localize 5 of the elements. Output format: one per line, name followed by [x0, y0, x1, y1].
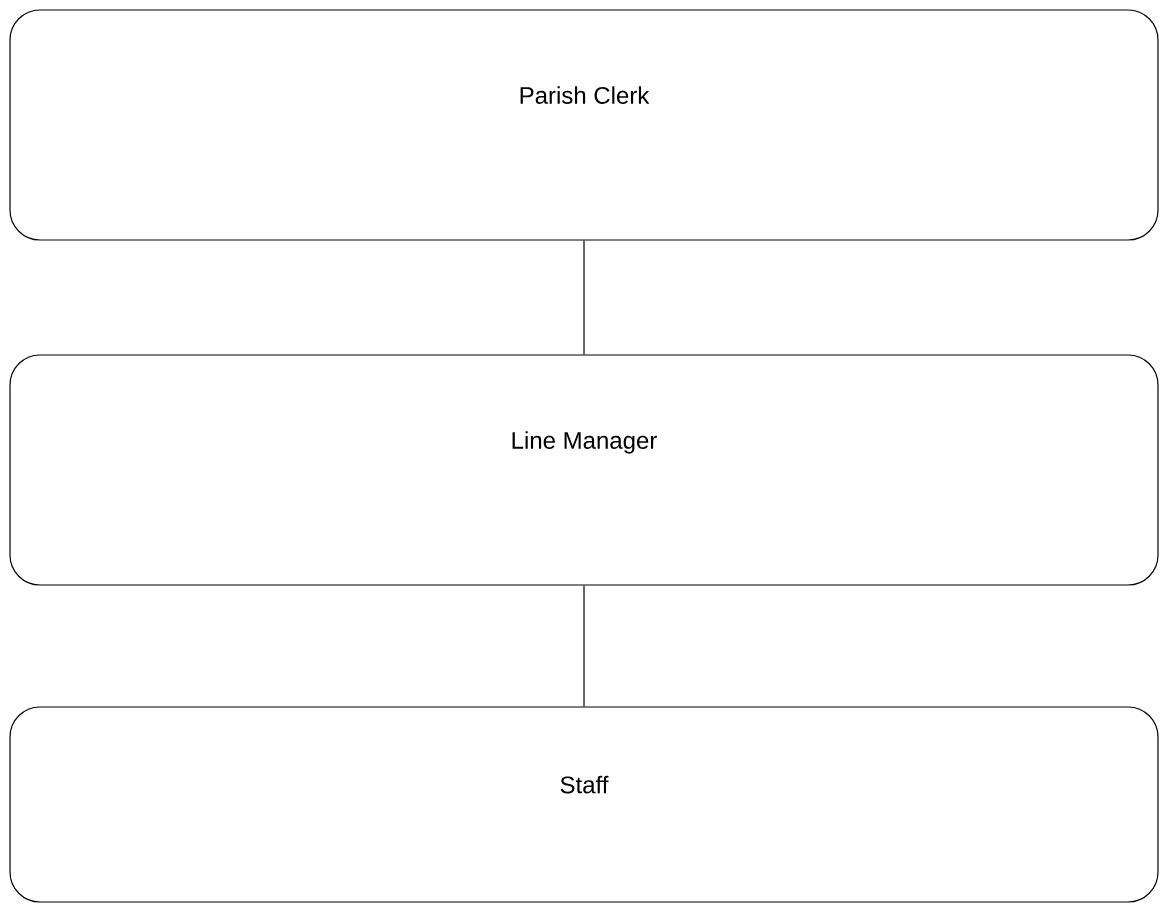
connector-line [583, 240, 585, 355]
role-box: Parish Clerk [9, 9, 1159, 241]
role-box: Line Manager [9, 354, 1159, 586]
connector-line [583, 585, 585, 707]
role-box: Staff [9, 706, 1159, 903]
